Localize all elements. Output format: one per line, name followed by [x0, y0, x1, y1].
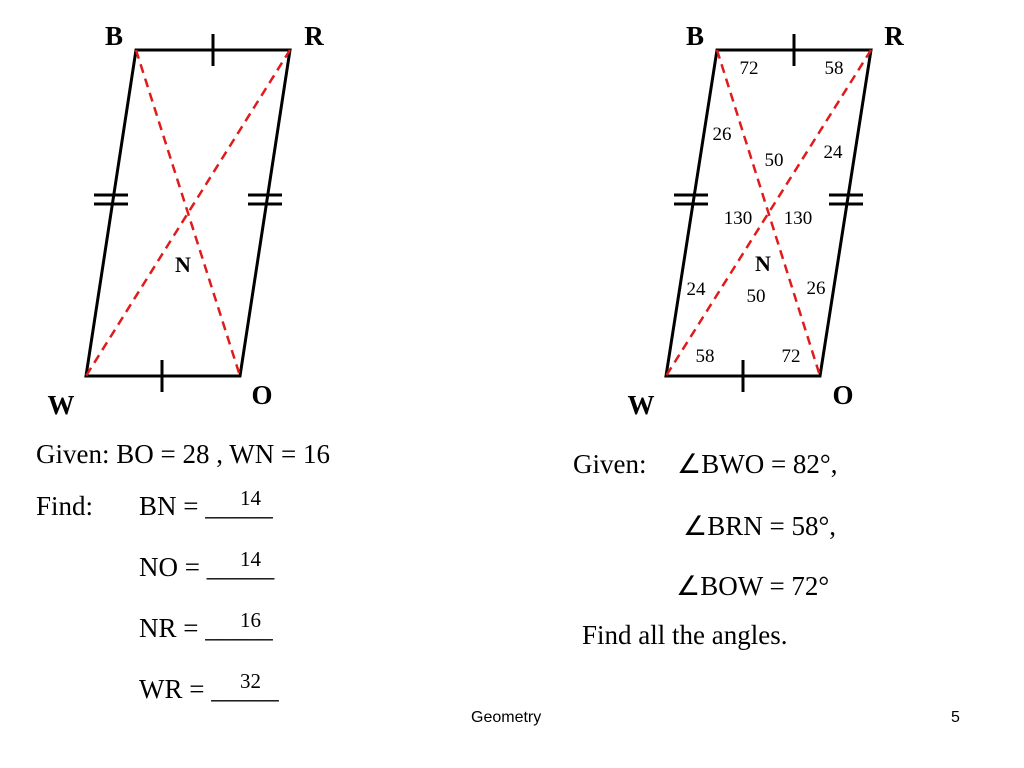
right-given-line-2: ∠BRN = 58°,: [683, 511, 836, 541]
left-diagonal-bo: [134, 49, 242, 377]
answer-nr: 16: [240, 608, 261, 632]
left-given-line: Given: BO = 28 , WN = 16: [36, 439, 330, 469]
left-vertex-r: R: [304, 21, 324, 51]
footer-page-number: 5: [951, 709, 960, 726]
angle-label-w-side: 24: [687, 279, 707, 300]
right-right-double-tick: [829, 193, 863, 206]
find-row-no: NO = _____: [139, 552, 275, 582]
angle-label-center-top: 50: [765, 150, 784, 171]
angle-label-center-bottom: 50: [747, 286, 766, 307]
right-vertex-r: R: [884, 21, 904, 51]
right-diagonal-bo: [715, 49, 822, 377]
angle-label-o-side: 26: [807, 278, 826, 299]
left-vertex-w: W: [48, 390, 75, 420]
right-given-label: Given:: [573, 449, 647, 479]
angle-label-b-side: 26: [713, 124, 732, 145]
left-vertex-b: B: [105, 21, 123, 51]
left-diagonal-rw: [84, 49, 292, 377]
right-parallelogram-outline: [664, 48, 873, 378]
right-center-n: N: [755, 251, 771, 276]
right-parallelogram: B R W O N 72 58 26 24 50 130 130 50 24 2…: [628, 21, 905, 420]
angle-label-o-bottom: 72: [782, 346, 801, 367]
left-center-n: N: [175, 252, 191, 277]
right-vertex-b: B: [686, 21, 704, 51]
footer-course: Geometry: [471, 709, 542, 726]
right-find-line: Find all the angles.: [582, 620, 788, 650]
angle-label-r-side: 24: [824, 142, 844, 163]
left-right-double-tick: [248, 193, 282, 206]
angle-label-w-bottom: 58: [696, 346, 715, 367]
find-row-nr: NR = _____: [139, 613, 273, 643]
answer-wr: 32: [240, 669, 261, 693]
left-find-label: Find:: [36, 491, 94, 521]
right-diagonal-rw: [664, 49, 873, 377]
angle-label-center-right: 130: [784, 208, 813, 229]
left-left-double-tick: [94, 193, 128, 206]
answer-no: 14: [240, 547, 261, 571]
left-vertex-o: O: [251, 380, 272, 410]
find-row-bn: BN = _____: [139, 491, 273, 521]
angle-label-r-top: 58: [825, 58, 844, 79]
angle-label-center-left: 130: [724, 208, 753, 229]
answer-bn: 14: [240, 486, 261, 510]
right-given-line-1: ∠BWO = 82°,: [677, 449, 838, 479]
find-row-wr: WR = _____: [139, 674, 279, 704]
right-given-line-3: ∠BOW = 72°: [676, 571, 830, 601]
right-vertex-w: W: [628, 390, 655, 420]
angle-label-b-top: 72: [740, 58, 759, 79]
left-parallelogram: B R W O N: [48, 21, 325, 420]
left-parallelogram-outline: [84, 48, 292, 378]
right-vertex-o: O: [832, 380, 853, 410]
right-left-double-tick: [674, 193, 708, 206]
